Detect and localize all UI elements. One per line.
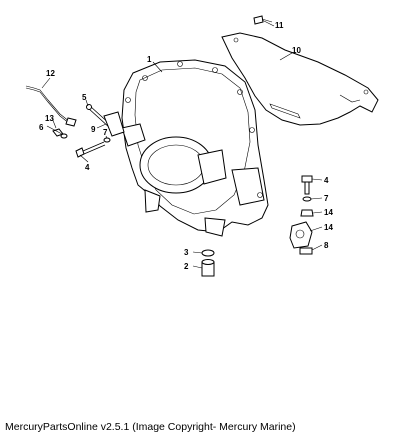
callout-14-right: 14: [324, 208, 333, 217]
washer-part-3[interactable]: [201, 249, 215, 257]
clamp-part-13[interactable]: [289, 221, 313, 249]
washer-part-7-left[interactable]: [103, 137, 111, 143]
bolt-part-4-right[interactable]: [301, 175, 313, 195]
nut-part-8[interactable]: [299, 247, 313, 255]
image-caption: MercuryPartsOnline v2.5.1 (Image Copyrig…: [5, 421, 296, 433]
exploded-parts-diagram: 1 10 11 12 5 9 7 13 6 4 4 7 14 14 8 3 2: [25, 15, 379, 277]
screw-part-11[interactable]: [253, 15, 273, 25]
flywheel-housing[interactable]: [121, 59, 269, 237]
callout-13: 14: [324, 223, 333, 232]
callout-10: 10: [292, 46, 301, 55]
nut-part-14-right[interactable]: [300, 209, 314, 217]
callout-12: 12: [46, 69, 55, 78]
callout-6: 6: [39, 123, 44, 132]
callout-5: 5: [82, 93, 87, 102]
callout-labels: 1 10 11 12 5 9 7 13 6 4 4 7 14 14 8 3 2: [39, 21, 333, 271]
washer-part-6[interactable]: [60, 133, 68, 139]
callout-1: 1: [147, 55, 152, 64]
wire-part-12[interactable]: [25, 85, 77, 127]
callout-2: 2: [184, 262, 189, 271]
bushing-part-2[interactable]: [201, 259, 215, 277]
flywheel-cover-shield[interactable]: [221, 32, 379, 126]
callout-4: 4: [85, 163, 90, 172]
callout-3: 3: [184, 248, 189, 257]
callout-14: 13: [45, 114, 54, 123]
callout-7-right: 7: [324, 194, 329, 203]
callout-9: 9: [91, 125, 96, 134]
leader-lines: [41, 19, 323, 269]
callout-7: 7: [103, 128, 108, 137]
bolt-part-4-left[interactable]: [75, 141, 106, 158]
callout-4-right: 4: [324, 176, 329, 185]
callout-11: 11: [275, 21, 284, 30]
bracket-part-9[interactable]: [103, 111, 125, 137]
washer-part-7-right[interactable]: [302, 196, 312, 202]
callout-8: 8: [324, 241, 329, 250]
